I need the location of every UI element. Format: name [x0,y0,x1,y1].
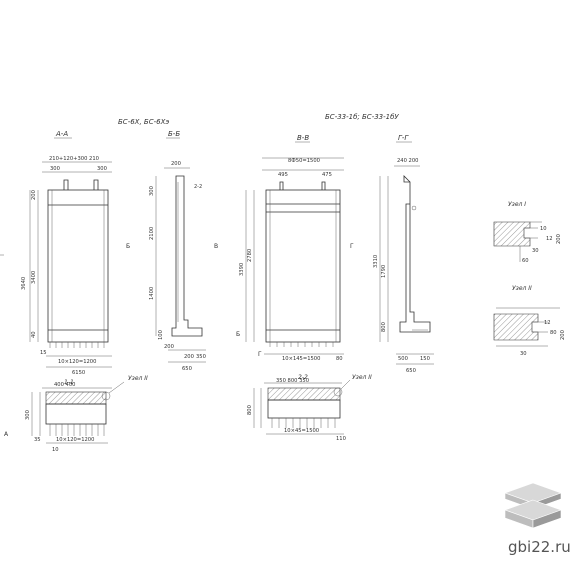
dim-s1-w: 10 [52,447,59,453]
dim-vv-h: 3390 [239,263,245,276]
title-left-group: БС-6Х, БС-6Хэ [118,118,169,126]
dim-n1-c: 200 [556,234,562,244]
dim-n2-d: 30 [520,351,527,357]
section-label-gg: Г-Г [398,134,409,142]
section-1-1: 1-1 400 400 300 35 10×120=1200 10 Узел I… [25,375,148,453]
dim-aa-top: 210+120+300 210 [49,156,99,162]
dim-s1-top: 400 400 [54,382,75,388]
dim-aa-h-total: 3640 [21,277,27,290]
node-2-title: Узел II [512,285,532,292]
dim-bb-w1b: 200 [184,354,194,360]
section-label-aa: А-А [55,130,68,138]
callout-left: Узел II [128,375,148,382]
dim-s1-small: 35 [34,437,41,443]
dim-n1-d: 30 [532,248,539,254]
dim-aa-h-top: 200 [31,190,37,200]
title-right-group: БС-33-1б; БС-33-1бУ [325,113,399,121]
dim-aa-bot-small: 15 [40,350,47,356]
dim-gg-w2: 150 [420,356,430,362]
dim-vv-c2: 475 [322,172,332,178]
dim-aa-h-bot: 40 [31,331,37,338]
dim-aa-h-inner: 3400 [31,271,37,284]
dim-bb-w-total: 650 [182,366,192,372]
dim-s1-h: 300 [25,410,31,420]
dim-n1-a: 10 [540,226,547,232]
dim-n1-b: 12 [546,236,553,242]
node-1-title: Узел I [508,201,526,208]
dim-s2-w: 110 [336,436,346,442]
marker-g: Г [350,243,354,250]
marker-b-low: Б [236,331,240,338]
view-bb: 200 2-2 2100 1400 300 100 200 200 350 65… [149,161,206,372]
dim-aa-bottom: 10×120=1200 [58,359,96,365]
dim-bb-w1: 200 [164,344,174,350]
section-label-1-1: 1-1 [64,379,74,386]
dim-s2-h: 800 [247,405,253,415]
view-aa: 210+120+300 210 300 300 3640 3400 200 40… [21,156,112,376]
marker-g-low: Г [258,351,262,358]
dim-gg-h: 3310 [373,255,379,268]
bb-callout: 2-2 [194,184,202,190]
dim-aa-width: 6150 [72,370,85,376]
node-2-detail: Узел II 12 80 200 30 [493,285,566,357]
dim-s2-top: 350 800 350 [276,378,309,384]
dim-vv-h2: 2780 [247,249,253,262]
dim-vv-width: 80 [336,356,343,362]
dim-vv-top: 8Ф50=1500 [288,158,320,164]
callout-right: Узел II [352,374,372,381]
marker-b: Б [126,243,130,250]
view-vv: 8Ф50=1500 495 475 3390 2780 10×145=1500 … [239,157,344,362]
dim-bb-h2: 300 [149,186,155,196]
dim-aa-top-l: 300 [50,166,60,172]
section-2-2: 2-2 350 800 350 800 10×45=1500 110 Узел … [247,374,372,442]
section-label-vv: В-В [297,134,309,142]
section-label-bb: Б-Б [168,130,180,138]
marker-v: В [214,243,218,250]
dim-bb-w2: 350 [196,354,206,360]
dim-bb-h: 2100 [149,227,155,240]
dim-s1-bottom: 10×120=1200 [56,437,94,443]
view-gg: 240 200 3310 1790 800 500 150 650 [373,158,434,374]
node-1-detail: Узел I 10 12 200 30 60 [493,201,562,264]
dim-n2-c: 200 [560,330,566,340]
watermark-site: gbi22.ru [508,538,571,556]
dim-aa-top-r: 300 [97,166,107,172]
dim-n2-a: 12 [544,320,551,326]
dim-vv-c1: 495 [278,172,288,178]
dim-s2-bottom: 10×45=1500 [284,428,319,434]
dim-bb-b: 100 [158,330,164,340]
dim-gg-w-total: 650 [406,368,416,374]
dim-bb-h3: 1400 [149,287,155,300]
dim-gg-w1: 500 [398,356,408,362]
dim-gg-top: 240 200 [397,158,418,164]
dim-bb-top: 200 [171,161,181,167]
logo-stack-icon [504,482,562,529]
dim-vv-bottom: 10×145=1500 [282,356,320,362]
dim-n1-e: 60 [522,258,529,264]
dim-gg-h2: 1790 [381,265,387,278]
dim-gg-h3: 800 [381,322,387,332]
marker-a-left: А [4,431,9,438]
dim-n2-b: 80 [550,330,557,336]
section-label-2-2: 2-2 [298,374,308,381]
